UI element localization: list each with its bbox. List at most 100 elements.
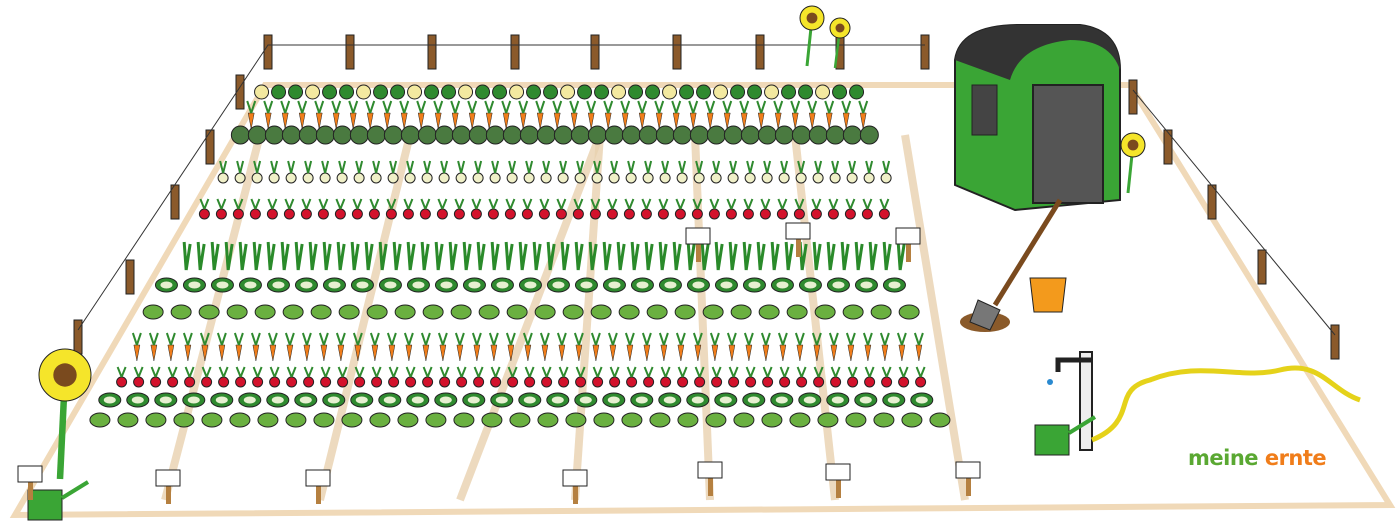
carrot-plant (437, 332, 448, 362)
carrot-plant (369, 332, 380, 362)
lettuce-plant (537, 412, 559, 428)
lettuce-plant (173, 412, 195, 428)
leek-plant (434, 241, 444, 271)
radish-plant (473, 366, 485, 388)
flower-plant (407, 84, 423, 100)
leek-plant (182, 241, 192, 271)
lettuce-plant (509, 412, 531, 428)
cabbage-plant (350, 392, 374, 408)
leek-plant (350, 241, 360, 271)
lettuce-plant (425, 412, 447, 428)
cabbage-plant (434, 392, 458, 408)
flower-plant (543, 84, 559, 100)
path-between-beds (316, 134, 414, 501)
leek-plant (266, 241, 276, 271)
radish-plant (269, 366, 281, 388)
cabbage-plant (126, 392, 150, 408)
leek-plant (252, 241, 262, 271)
fence-post (427, 34, 437, 70)
onion-plant (217, 160, 229, 184)
radish-plant (385, 198, 397, 220)
lettuce-plant (649, 412, 671, 428)
carrot-plant (450, 100, 461, 130)
cabbage-plant (518, 277, 542, 293)
cabbage-plant (210, 392, 234, 408)
cabbage-plant (630, 277, 654, 293)
carrot-plant (790, 100, 801, 130)
radish-plant (623, 198, 635, 220)
lettuce-plant (674, 304, 696, 320)
leek-plant (364, 241, 374, 271)
carrot-plant (420, 332, 431, 362)
cabbage-plant (826, 277, 850, 293)
radish-plant (507, 366, 519, 388)
plant-sign-post (708, 474, 713, 496)
radish-plant (538, 198, 550, 220)
radish-plant (674, 198, 686, 220)
tree-plant (706, 125, 726, 145)
radish-plant (541, 366, 553, 388)
plant-sign (785, 222, 811, 240)
tree-plant (366, 125, 386, 145)
leek-plant (658, 241, 668, 271)
lettuce-plant (845, 412, 867, 428)
fence-post (345, 34, 355, 70)
carrot-plant (569, 100, 580, 130)
onion-plant (370, 160, 382, 184)
carrot-plant (828, 332, 839, 362)
carrot-plant (216, 332, 227, 362)
cabbage-plant (462, 392, 486, 408)
leek-plant (714, 241, 724, 271)
onion-plant (421, 160, 433, 184)
bucket-icon (1029, 277, 1067, 313)
radish-plant (405, 366, 417, 388)
radish-plant (504, 198, 516, 220)
tree-plant (383, 125, 403, 145)
leek-plant (574, 241, 584, 271)
radish-plant (521, 198, 533, 220)
radish-plant (742, 198, 754, 220)
cabbage-plant (154, 392, 178, 408)
lettuce-plant (285, 412, 307, 428)
flower-plant (305, 84, 321, 100)
onion-plant (676, 160, 688, 184)
leek-plant (406, 241, 416, 271)
lettuce-plant (733, 412, 755, 428)
radish-plant (898, 366, 910, 388)
flower-plant (254, 84, 270, 100)
watering-can-icon (1034, 424, 1070, 456)
flower-plant (645, 84, 661, 100)
radish-plant (708, 198, 720, 220)
onion-plant (387, 160, 399, 184)
onion-plant (693, 160, 705, 184)
leek-plant (210, 241, 220, 271)
leek-plant (546, 241, 556, 271)
leek-plant (854, 241, 864, 271)
cabbage-plant (238, 277, 262, 293)
cabbage-plant (742, 392, 766, 408)
flower-plant (509, 84, 525, 100)
lettuce-plant (201, 412, 223, 428)
radish-plant (711, 366, 723, 388)
radish-plant (657, 198, 669, 220)
cabbage-plant (294, 277, 318, 293)
carrot-plant (433, 100, 444, 130)
tree-plant (842, 125, 862, 145)
lettuce-plant (870, 304, 892, 320)
leek-plant (672, 241, 682, 271)
flower-plant (815, 84, 831, 100)
leek-plant (840, 241, 850, 271)
carrot-plant (403, 332, 414, 362)
path-between-beds (901, 134, 969, 501)
carrot-plant (773, 100, 784, 130)
meine-ernte-logo: meine ernte (1188, 446, 1327, 470)
flower-plant (662, 84, 678, 100)
radish-plant (881, 366, 893, 388)
lettuce-plant (789, 412, 811, 428)
leek-plant (868, 241, 878, 271)
tree-plant (859, 125, 879, 145)
shed-window (971, 84, 998, 136)
radish-plant (592, 366, 604, 388)
leek-plant (322, 241, 332, 271)
carrot-plant (760, 332, 771, 362)
